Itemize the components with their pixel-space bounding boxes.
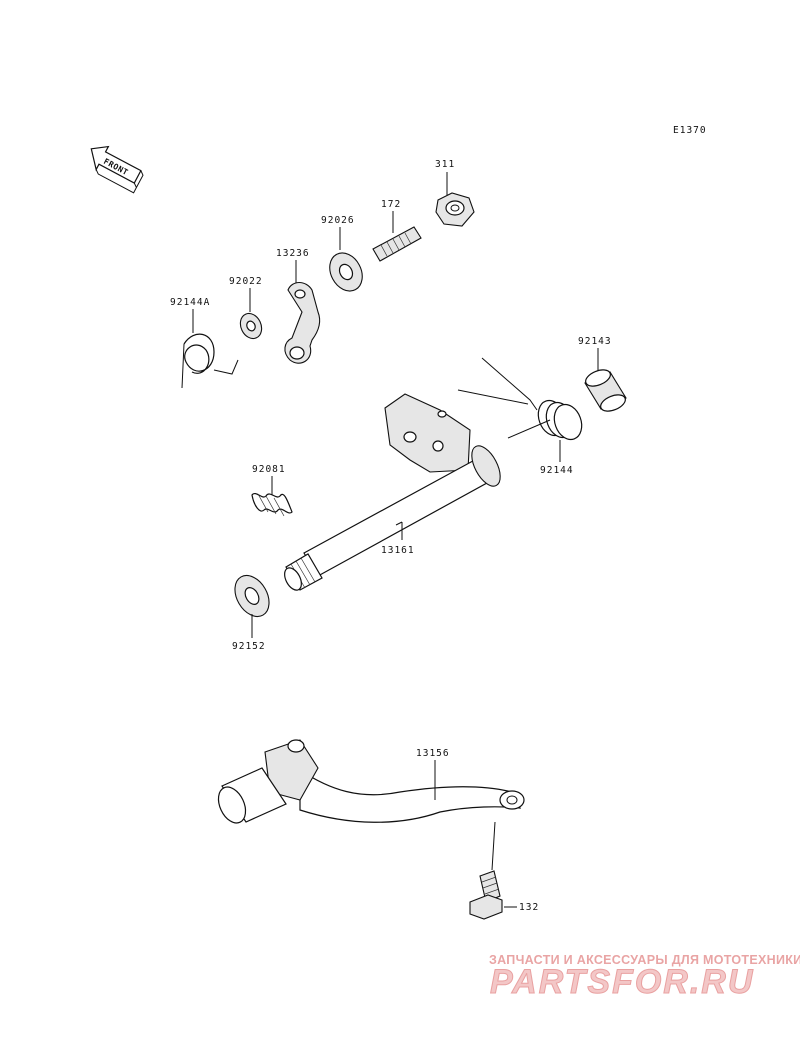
- part-92143-collar: [584, 348, 627, 412]
- label-92026: 92026: [321, 215, 355, 226]
- part-311-nut: [435, 172, 475, 227]
- label-311: 311: [435, 159, 455, 170]
- front-arrow-icon: FRONT: [90, 145, 144, 194]
- part-132-bolt: [469, 870, 517, 920]
- part-92022-washer: [239, 288, 263, 340]
- part-92152-washer: [234, 574, 270, 638]
- label-92144a: 92144A: [170, 297, 210, 308]
- label-92143: 92143: [578, 336, 612, 347]
- label-92022: 92022: [229, 276, 263, 287]
- part-92081-spring: [251, 476, 293, 517]
- part-13161-shift-shaft: [284, 393, 551, 591]
- label-13156: 13156: [416, 748, 450, 759]
- label-92144: 92144: [540, 465, 574, 476]
- part-92144a-spring: [181, 309, 239, 389]
- part-92144-spring: [457, 357, 583, 462]
- watermark-tagline: ЗАПЧАСТИ И АКСЕССУАРЫ ДЛЯ МОТОТЕХНИКИ: [489, 953, 800, 967]
- label-132: 132: [519, 902, 539, 913]
- label-172: 172: [381, 199, 401, 210]
- label-13161: 13161: [381, 545, 415, 556]
- part-13156-shift-pedal: [217, 739, 525, 871]
- diagram-code: E1370: [673, 125, 707, 136]
- part-92026-washer: [329, 227, 363, 292]
- part-13236-lever: [284, 260, 321, 364]
- label-13236: 13236: [276, 248, 310, 259]
- part-172-stud: [372, 211, 422, 262]
- watermark-site: PARTSFOR.RU: [490, 963, 754, 1001]
- label-92081: 92081: [252, 464, 286, 475]
- label-92152: 92152: [232, 641, 266, 652]
